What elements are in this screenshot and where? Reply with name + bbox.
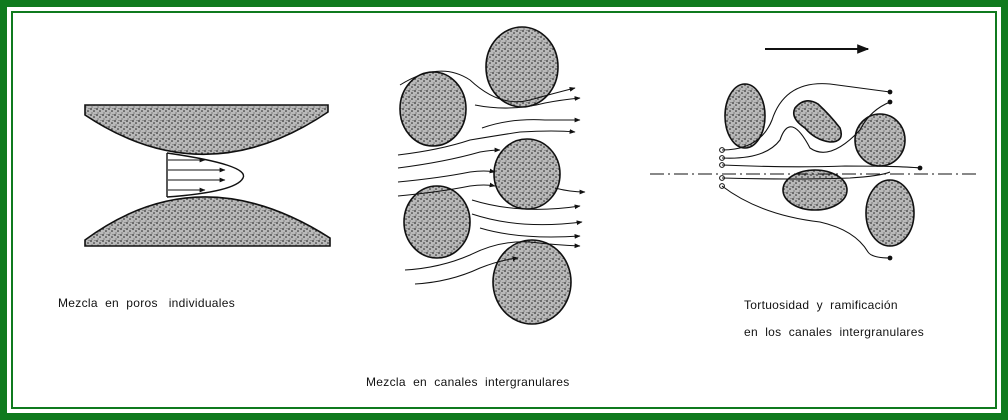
grain xyxy=(783,170,847,210)
path-node xyxy=(888,256,893,261)
lower-grain xyxy=(85,197,330,246)
intergranular-channels-diagram xyxy=(398,27,585,324)
streamline xyxy=(472,214,582,225)
upper-grain xyxy=(85,105,328,154)
tortuous-path xyxy=(722,165,920,168)
grain xyxy=(794,101,842,142)
streamline xyxy=(482,120,580,128)
grain xyxy=(494,139,560,209)
caption-intergranular-channels: Mezcla en canales intergranulares xyxy=(366,375,570,389)
single-pore-diagram xyxy=(85,105,330,246)
grain xyxy=(493,240,571,324)
streamline xyxy=(480,228,580,237)
grain xyxy=(400,72,466,146)
path-node xyxy=(888,90,893,95)
tortuosity-diagram xyxy=(650,49,980,260)
grain xyxy=(855,114,905,166)
caption-tortuosity-line1: Tortuosidad y ramificación xyxy=(744,298,898,312)
grain xyxy=(404,186,470,258)
streamline xyxy=(398,171,495,182)
grain xyxy=(866,180,914,246)
caption-tortuosity-line2: en los canales intergranulares xyxy=(744,325,924,339)
path-node xyxy=(918,166,923,171)
caption-single-pore: Mezcla en poros individuales xyxy=(58,296,235,310)
path-node xyxy=(888,100,893,105)
streamline xyxy=(555,188,585,192)
